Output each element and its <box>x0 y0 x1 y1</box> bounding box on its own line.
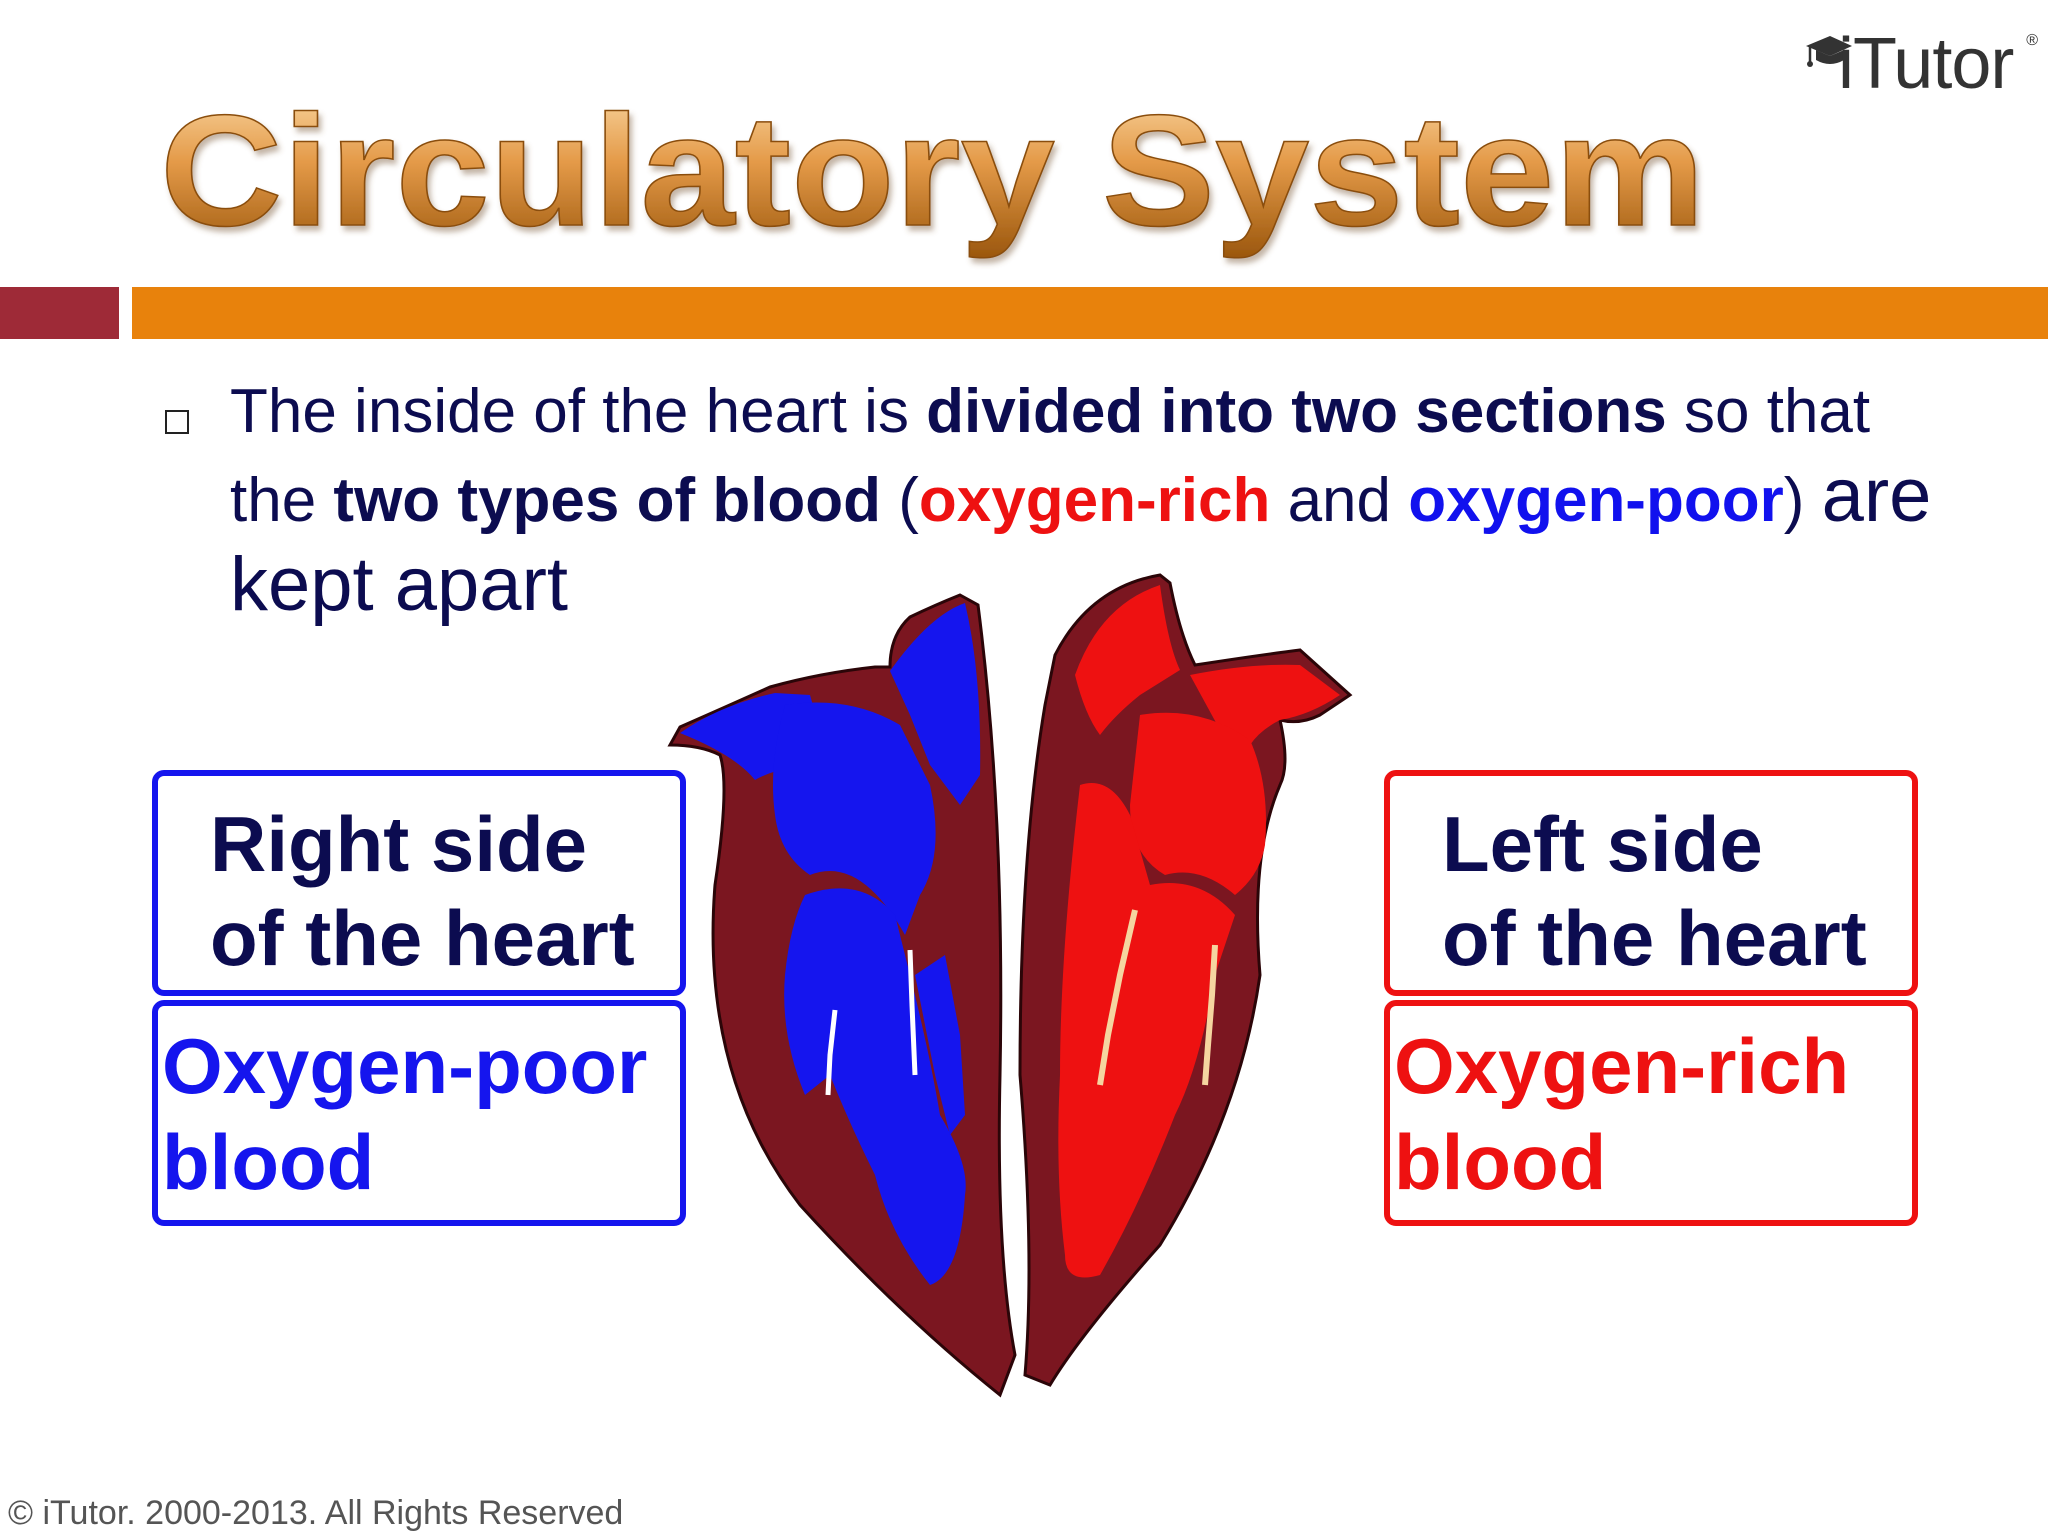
right-valve-line-b <box>907 949 918 1076</box>
bullet-part2: so that the <box>230 377 1871 535</box>
heart-left-half <box>1018 573 1353 1387</box>
bullet-part3: ( <box>881 466 919 535</box>
left-side-heading-box: Left side of the heart <box>1384 770 1918 996</box>
right-side-blood-box: Oxygen-poor blood <box>152 1000 686 1226</box>
bullet-part4: and <box>1270 466 1409 535</box>
left-side-blood-line2: blood <box>1394 1118 1607 1206</box>
bullet-bold2: two types of blood <box>333 466 882 535</box>
bullet-part5: ) <box>1783 466 1822 535</box>
left-side-heading-line2: of the heart <box>1442 894 1867 982</box>
left-atrium-red <box>1130 712 1266 895</box>
left-vessel-red-top <box>1075 585 1180 735</box>
bullet-oxygen-poor: oxygen-poor <box>1408 466 1784 535</box>
right-side-blood-line1: Oxygen-poor <box>162 1022 648 1110</box>
bullet-bold1: divided into two sections <box>926 377 1667 446</box>
left-side-blood-line1: Oxygen-rich <box>1394 1022 1850 1110</box>
bullet-square-icon <box>165 410 189 434</box>
left-ventricle-red <box>1058 783 1235 1278</box>
bullet-part1: The inside of the heart is <box>230 377 927 446</box>
bullet-oxygen-rich: oxygen-rich <box>918 466 1271 535</box>
copyright-footer: © iTutor. 2000-2013. All Rights Reserved <box>8 1494 624 1532</box>
slide-title: Circulatory System <box>159 80 1760 280</box>
itutor-logo: iTutor ® <box>1798 28 2038 108</box>
right-side-heading-box: Right side of the heart <box>152 770 686 996</box>
logo-text: iTutor <box>1838 24 2014 104</box>
accent-bar-red <box>0 287 119 339</box>
right-ventricle-blue <box>784 888 966 1285</box>
heart-diagram <box>667 573 1353 1398</box>
right-side-blood-line2: blood <box>162 1118 375 1206</box>
bullet-text: The inside of the heart is divided into … <box>230 370 1950 632</box>
graduation-cap-icon <box>1806 36 1852 67</box>
accent-bar-orange <box>132 287 2048 339</box>
right-atrium-blue <box>772 702 936 935</box>
right-side-heading-line2: of the heart <box>210 894 635 982</box>
right-valve-line-a <box>825 1009 838 1096</box>
left-vessel-red-right <box>1190 664 1340 745</box>
title-text: Circulatory System <box>160 83 1705 259</box>
heart-right-half <box>667 593 1017 1398</box>
right-side-heading-line1: Right side <box>210 800 588 888</box>
left-valve-line-b <box>1202 944 1218 1086</box>
left-side-blood-box: Oxygen-rich blood <box>1384 1000 1918 1226</box>
registered-mark: ® <box>2026 32 2038 49</box>
left-valve-line-a <box>1097 909 1138 1086</box>
right-ventricle-blue-inner <box>915 955 965 1135</box>
right-vessel-blue-upper <box>890 603 981 805</box>
bullet-end: are kept apart <box>230 453 1932 627</box>
left-side-heading-line1: Left side <box>1442 800 1763 888</box>
